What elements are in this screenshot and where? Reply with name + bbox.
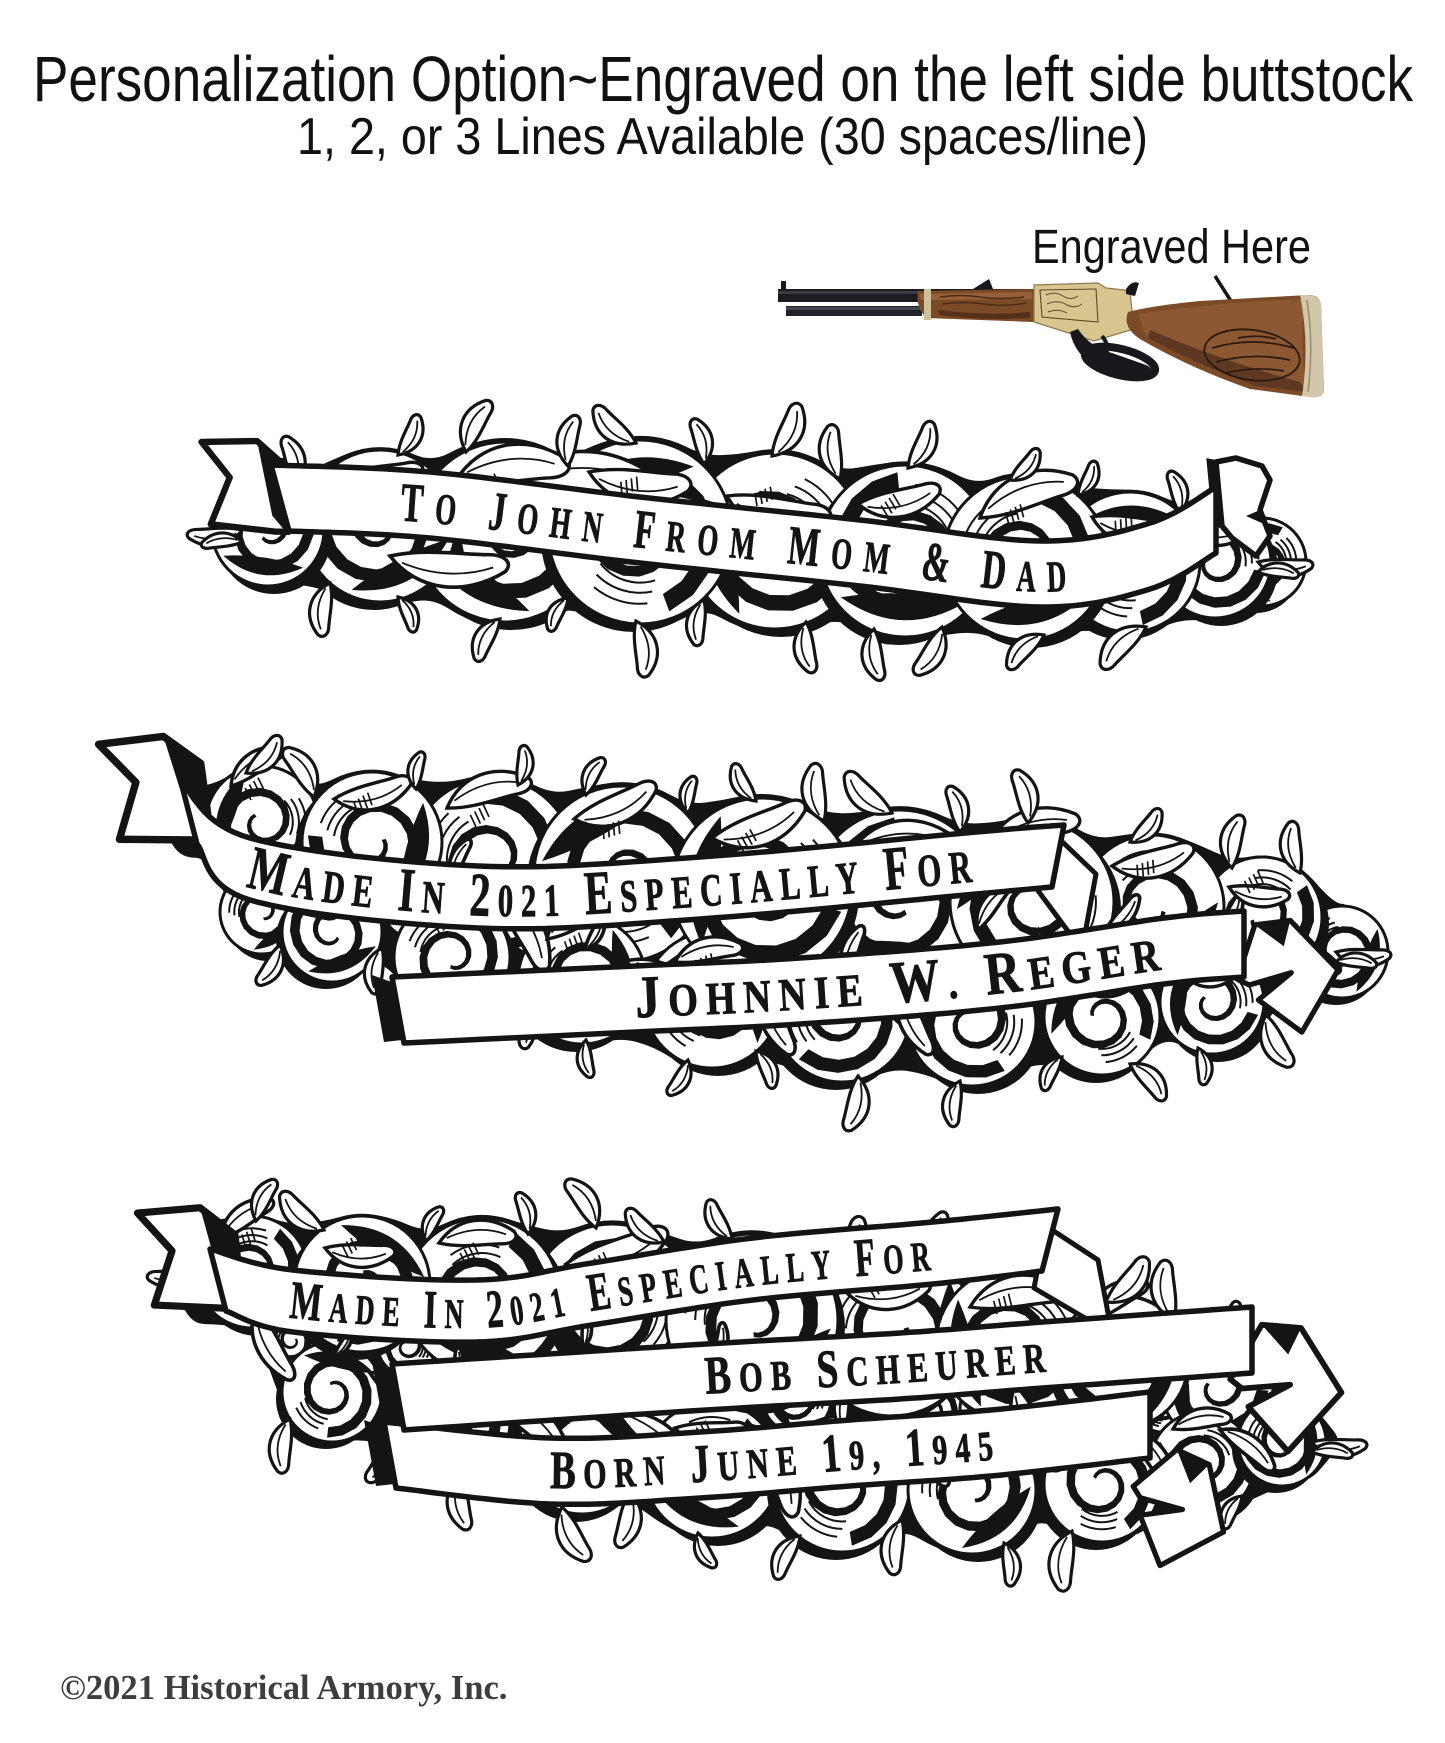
svg-text:E: E [835, 965, 864, 1018]
svg-text:C: C [698, 865, 724, 917]
svg-text:A: A [731, 1249, 756, 1298]
svg-text:B: B [550, 1441, 576, 1501]
svg-text:F: F [852, 1227, 877, 1289]
svg-text:L: L [777, 858, 802, 910]
svg-text:N: N [420, 872, 446, 924]
svg-text:M: M [728, 519, 758, 570]
svg-text:R: R [909, 1233, 932, 1281]
svg-text:E: E [582, 859, 614, 929]
svg-text:A: A [1016, 552, 1038, 601]
svg-text:B: B [769, 1351, 792, 1399]
svg-text:O: O [829, 529, 855, 579]
svg-text:M: M [288, 1270, 326, 1333]
svg-text:Y: Y [834, 853, 861, 905]
svg-text:2: 2 [484, 1278, 505, 1339]
svg-text:B: B [703, 1345, 733, 1406]
svg-text:E: E [670, 867, 694, 919]
svg-text:O: O [583, 1451, 607, 1498]
svg-text:N: N [777, 969, 808, 1022]
svg-text:,: , [871, 1431, 882, 1477]
svg-text:J: J [689, 1434, 712, 1495]
svg-text:M: M [785, 514, 823, 579]
svg-text:E: E [381, 1288, 401, 1336]
svg-text:E: E [993, 1336, 1017, 1384]
svg-text:H: H [705, 973, 737, 1025]
svg-text:D: D [354, 1286, 376, 1334]
svg-text:O: O [738, 1353, 764, 1401]
svg-text:O: O [433, 485, 459, 535]
svg-text:P: P [643, 869, 665, 921]
svg-text:R: R [1022, 1334, 1048, 1383]
svg-text:2: 2 [521, 876, 537, 927]
svg-text:T: T [399, 471, 426, 534]
svg-text:N: N [642, 1447, 667, 1494]
svg-text:M: M [242, 834, 296, 909]
svg-text:U: U [934, 1341, 959, 1390]
svg-text:E: E [906, 1343, 929, 1391]
svg-text:E: E [583, 1260, 614, 1323]
svg-text:1: 1 [543, 875, 560, 926]
svg-text:A: A [327, 1284, 350, 1332]
svg-text:N: N [742, 971, 772, 1024]
svg-text:N: N [745, 1440, 770, 1488]
svg-text:9: 9 [848, 1432, 866, 1479]
svg-text:O: O [915, 845, 944, 898]
svg-text:J: J [634, 963, 662, 1030]
svg-text:O: O [881, 1235, 905, 1283]
svg-text:D: D [1046, 552, 1067, 601]
svg-text:W: W [887, 946, 942, 1016]
svg-text:I: I [813, 967, 831, 1019]
svg-text:0: 0 [497, 876, 513, 927]
svg-text:1: 1 [903, 1418, 926, 1479]
svg-text:R: R [963, 1338, 989, 1387]
svg-text:M: M [861, 532, 892, 583]
svg-text:A: A [748, 861, 774, 913]
svg-text:5: 5 [976, 1423, 995, 1470]
svg-text:E: E [774, 1437, 798, 1485]
svg-text:U: U [716, 1442, 741, 1490]
svg-text:O: O [667, 974, 699, 1026]
svg-text:N: N [444, 1291, 463, 1338]
svg-text:L: L [806, 856, 831, 908]
svg-text:S: S [618, 871, 639, 923]
svg-text:I: I [728, 863, 744, 914]
svg-text:S: S [815, 1339, 840, 1400]
svg-text:2: 2 [468, 861, 491, 930]
svg-text:L: L [784, 1243, 806, 1291]
svg-text:R: R [613, 1449, 638, 1496]
svg-text:I: I [396, 856, 418, 925]
svg-text:L: L [758, 1246, 780, 1294]
svg-text:I: I [423, 1279, 438, 1339]
svg-text:C: C [845, 1347, 869, 1395]
svg-text:H: H [875, 1345, 901, 1393]
svg-text:9: 9 [931, 1426, 949, 1473]
svg-text:4: 4 [953, 1425, 972, 1472]
svg-text:Y: Y [810, 1241, 833, 1289]
